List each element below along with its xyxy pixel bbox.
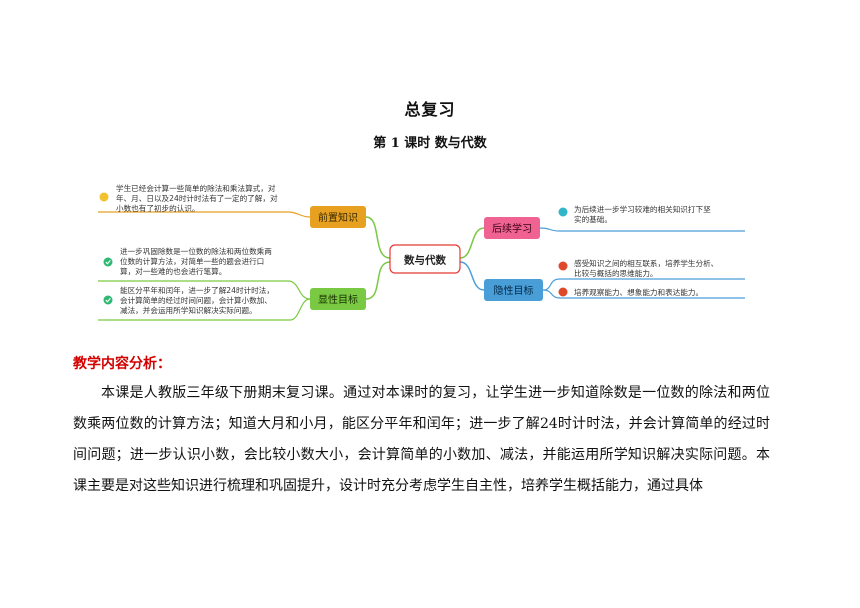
branch-followup-node	[484, 217, 540, 239]
note-line-explicit-1	[98, 280, 311, 300]
note-prior-line-1: 学生已经会计算一些简单的除法和乘法算式，对	[116, 183, 276, 193]
note-explicit-2-line-3: 减法，并会运用所学知识解决实际问题。	[120, 305, 257, 315]
star-icon	[558, 207, 568, 217]
note-followup-line-1: 为后续进一步学习较难的相关知识打下坚	[574, 204, 711, 214]
check-icon	[103, 295, 113, 305]
branch-prior-label: 前置知识	[318, 211, 358, 224]
branch-followup-label: 后续学习	[492, 222, 532, 235]
branch-prior-node	[310, 206, 366, 228]
check-mark	[105, 298, 111, 303]
note-implicit-1-line-2: 比较与概括的思维能力。	[574, 268, 658, 278]
center-node-label: 数与代数	[403, 254, 446, 267]
note-prior-line-3: 小数也有了初步的认识。	[116, 203, 200, 213]
connector-implicit	[459, 261, 485, 291]
section-heading: 教学内容分析：	[73, 356, 171, 372]
branch-implicit-label: 隐性目标	[494, 284, 534, 297]
note-prior-line-2: 年、月、日以及24时计时法有了一定的了解，对	[116, 193, 278, 203]
connector-followup	[459, 227, 485, 259]
note-implicit-1-line-1: 感受知识之间的相互联系，培养学生分析、	[574, 258, 718, 268]
flag-icon	[558, 287, 568, 297]
note-line-implicit-1	[542, 278, 745, 291]
analysis-paragraph: 本课是人教版三年级下册期末复习课。通过对本课时的复习，让学生进一步知道除数是一位…	[73, 385, 770, 494]
check-mark	[105, 260, 111, 265]
doc-title: 总复习	[404, 100, 456, 119]
branch-explicit-node	[310, 288, 366, 310]
note-line-prior	[98, 211, 311, 218]
note-implicit-2-line-1: 培养观察能力、想象能力和表达能力。	[574, 287, 703, 297]
smile-icon	[99, 192, 109, 202]
note-line-explicit-2	[98, 298, 311, 321]
note-explicit-1-line-2: 位数的计算方法，对简单一些的题会进行口	[120, 256, 264, 266]
check-icon	[103, 257, 113, 267]
note-followup-line-2: 实的基础。	[574, 214, 612, 224]
connector-prior	[365, 216, 391, 259]
branch-implicit-node	[484, 279, 543, 301]
lesson-title: 第 1 课时 数与代数	[373, 136, 487, 151]
note-line-implicit-2	[542, 289, 745, 299]
note-explicit-2-line-1: 能区分平年和闰年，进一步了解24时计时法，	[120, 285, 274, 295]
note-explicit-1-line-3: 算，对一些难的也会进行笔算。	[120, 266, 226, 276]
note-explicit-2-line-2: 会计算简单的经过时间问题，会计算小数加、	[120, 295, 272, 305]
connector-explicit	[365, 261, 391, 300]
note-line-followup	[539, 227, 745, 232]
note-explicit-1-line-1: 进一步巩固除数是一位数的除法和两位数乘两	[120, 246, 272, 256]
mind-map: 数与代数 前置知识 显性目标 后续学习 隐性目标 学生已经会计算一些简单的除法和…	[98, 183, 745, 321]
flag-icon	[558, 261, 568, 271]
center-node	[389, 244, 461, 274]
branch-explicit-label: 显性目标	[318, 293, 358, 306]
